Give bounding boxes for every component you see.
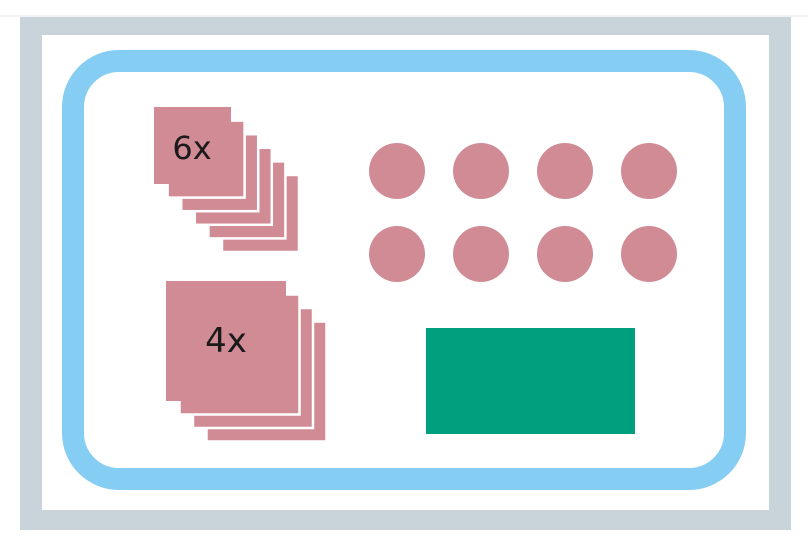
stack-card: [154, 107, 231, 184]
dot: [621, 143, 677, 199]
stack-card: [166, 281, 286, 401]
dot: [369, 226, 425, 282]
dot: [537, 143, 593, 199]
dot: [369, 143, 425, 199]
green-block: [426, 328, 635, 434]
card-stack-4x: [166, 281, 328, 443]
stack-label-6x: 6x: [172, 129, 211, 167]
dot-grid: [369, 143, 677, 282]
stack-label-4x: 4x: [205, 321, 247, 361]
dot: [537, 226, 593, 282]
dot: [621, 226, 677, 282]
card-stack-6x: [154, 107, 301, 254]
dot: [453, 143, 509, 199]
dot: [453, 226, 509, 282]
